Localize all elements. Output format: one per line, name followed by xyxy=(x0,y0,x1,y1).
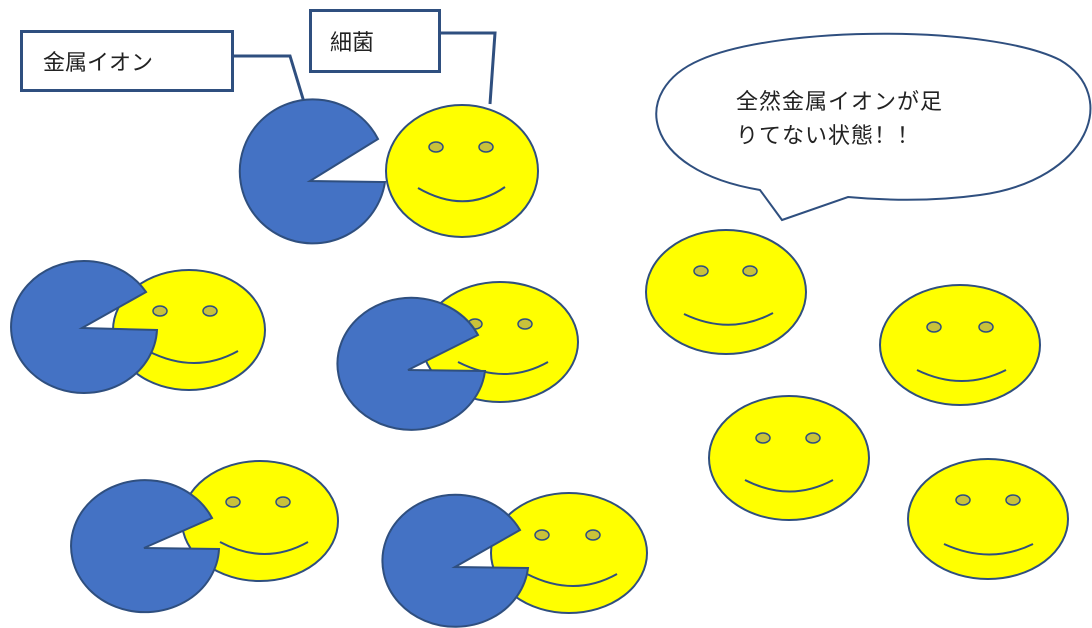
metal-ion-callout-line xyxy=(234,54,309,113)
metal-ion-pacman xyxy=(238,98,387,245)
pair-bottom-1 xyxy=(70,460,339,614)
bacteria-callout-line xyxy=(441,31,497,105)
bacteria-smiley xyxy=(112,269,266,391)
pair-middle-1 xyxy=(336,281,579,431)
metal-ion-pacman xyxy=(70,479,221,614)
bacteria-smiley xyxy=(181,460,339,582)
pair-left-1 xyxy=(10,260,266,394)
bacteria-smiley xyxy=(490,492,648,614)
metal-ion-pacman xyxy=(10,260,159,394)
bacteria-smiley xyxy=(879,284,1041,406)
speech-bubble-text-line-2: りてない状態！！ xyxy=(736,124,921,149)
bacteria-smiley xyxy=(907,458,1069,580)
bacteria-smiley xyxy=(645,229,807,355)
bacteria-smiley xyxy=(708,395,870,521)
metal-ion-pacman xyxy=(381,493,530,628)
metal-ion-pacman xyxy=(336,296,487,431)
metal-ion-label: 金属イオン xyxy=(20,30,234,92)
bacteria-label: 細菌 xyxy=(309,9,441,73)
speech-bubble xyxy=(655,32,1092,222)
pair-top xyxy=(238,98,539,245)
bacteria-label-text: 細菌 xyxy=(330,31,375,56)
speech-bubble-text-line-1: 全然金属イオンが足 xyxy=(736,90,944,115)
pair-bottom-2 xyxy=(381,492,648,628)
bacteria-smiley xyxy=(385,104,539,238)
metal-ion-label-text: 金属イオン xyxy=(43,51,154,76)
